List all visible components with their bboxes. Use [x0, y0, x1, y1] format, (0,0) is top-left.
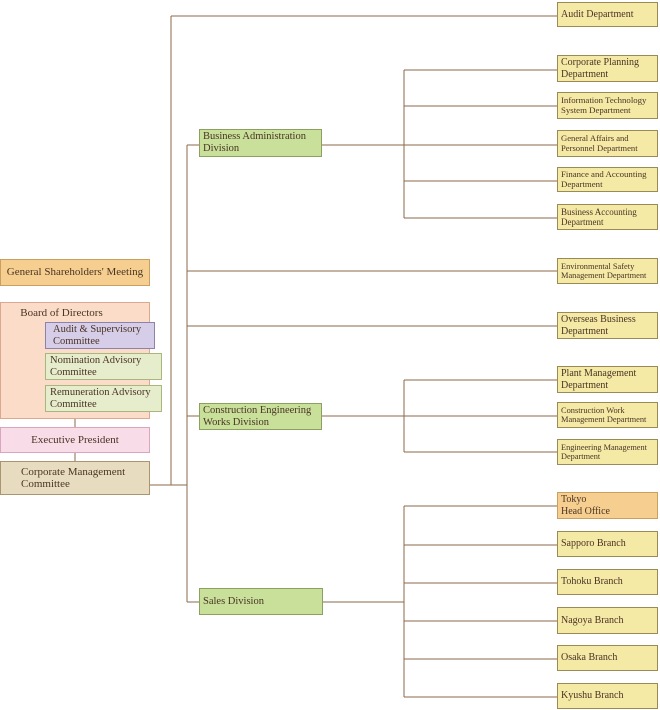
- engineering-management-department-box: Engineering Management Department: [557, 439, 658, 465]
- overseas-business-department-box: Overseas Business Department: [557, 312, 658, 339]
- nagoya-branch-box: Nagoya Branch: [557, 607, 658, 634]
- nomination-advisory-committee-box: Nomination Advisory Committee: [45, 353, 162, 380]
- it-system-department-box: Information Technology System Department: [557, 92, 658, 119]
- general-affairs-department-box: General Affairs and Personnel Department: [557, 130, 658, 157]
- corporate-planning-department-box: Corporate Planning Department: [557, 55, 658, 82]
- tokyo-head-office-box: Tokyo Head Office: [557, 492, 658, 519]
- general-shareholders-meeting-box: General Shareholders' Meeting: [0, 259, 150, 286]
- tohoku-branch-box: Tohoku Branch: [557, 569, 658, 595]
- business-administration-division-box: Business Administration Division: [199, 129, 322, 157]
- environmental-safety-department-box: Environmental Safety Management Departme…: [557, 258, 658, 284]
- audit-supervisory-committee-box: Audit & Supervisory Committee: [45, 322, 155, 349]
- executive-president-box: Executive President: [0, 427, 150, 453]
- kyushu-branch-box: Kyushu Branch: [557, 683, 658, 709]
- construction-engineering-division-box: Construction Engineering Works Division: [199, 403, 322, 430]
- plant-management-department-box: Plant Management Department: [557, 366, 658, 393]
- finance-accounting-department-box: Finance and Accounting Department: [557, 167, 658, 192]
- remuneration-advisory-committee-box: Remuneration Advisory Committee: [45, 385, 162, 412]
- osaka-branch-box: Osaka Branch: [557, 645, 658, 671]
- audit-department-box: Audit Department: [557, 2, 658, 27]
- sales-division-box: Sales Division: [199, 588, 323, 615]
- sapporo-branch-box: Sapporo Branch: [557, 531, 658, 557]
- corporate-management-committee-box: Corporate Management Committee: [0, 461, 150, 495]
- construction-work-department-box: Construction Work Management Department: [557, 402, 658, 428]
- business-accounting-department-box: Business Accounting Department: [557, 204, 658, 230]
